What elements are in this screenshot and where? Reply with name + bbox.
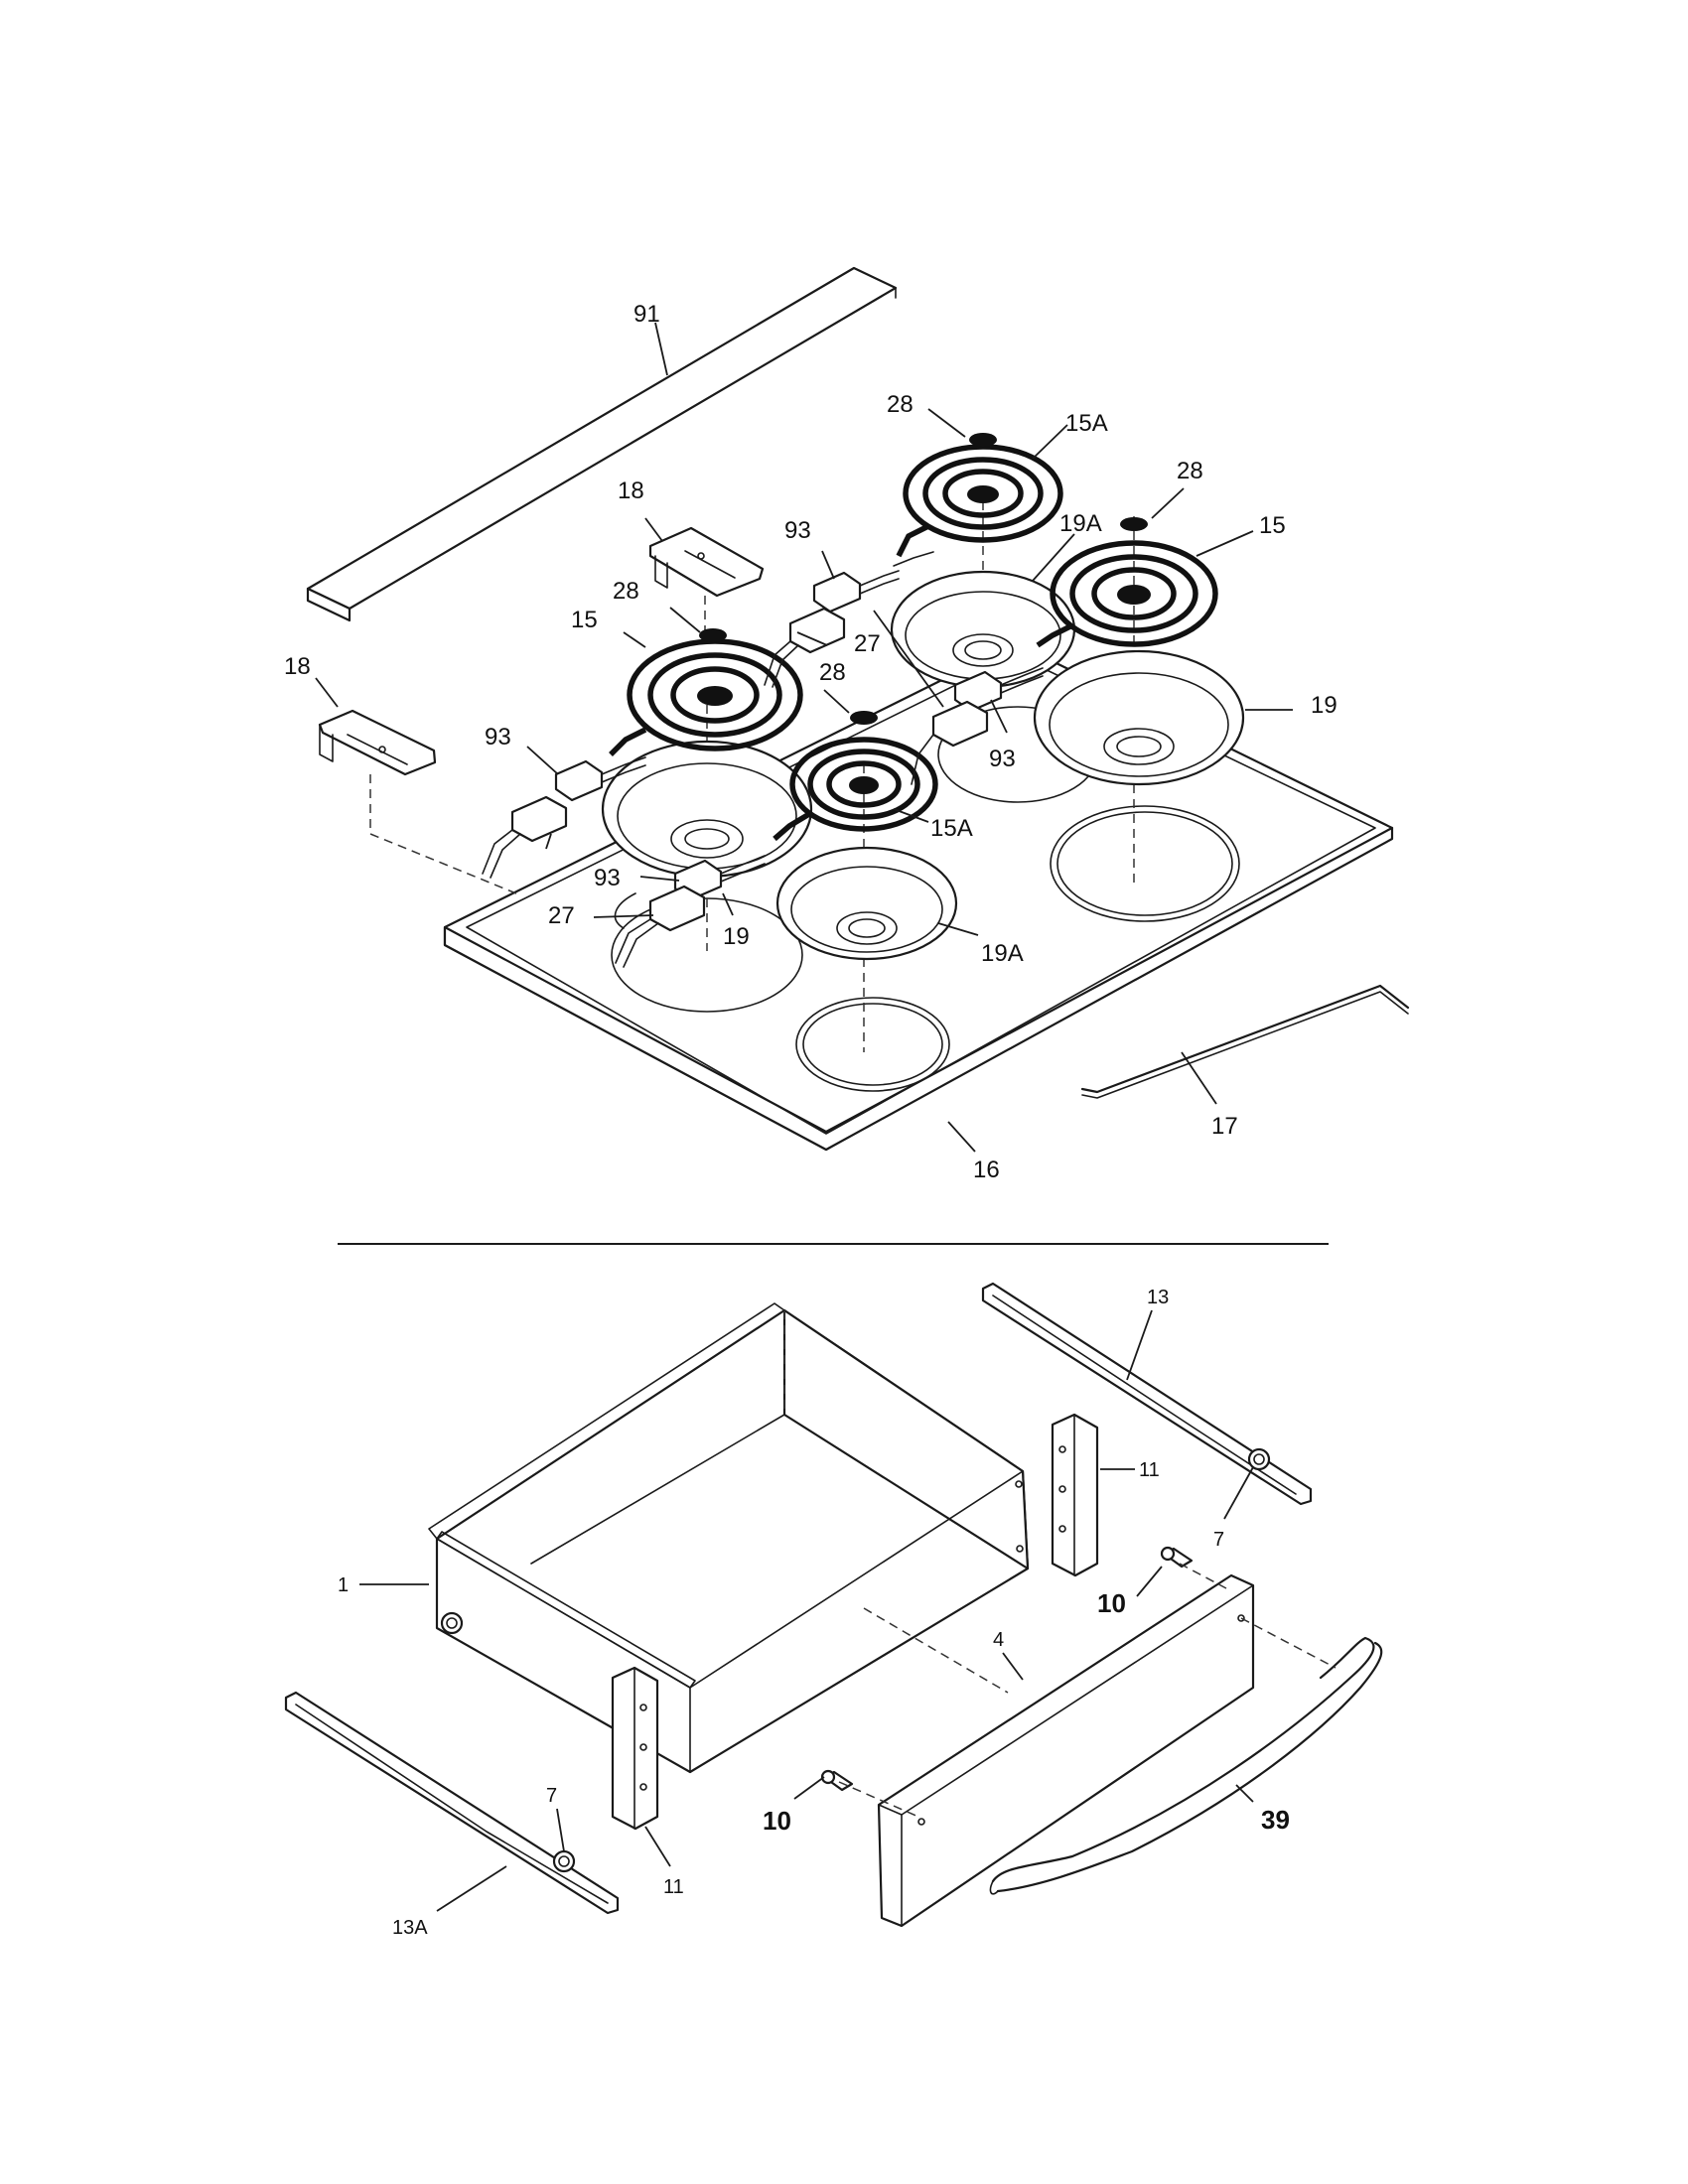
callout-13A: 13A [392, 1917, 428, 1939]
burner-coil-part-15A-front [773, 737, 938, 842]
callout-27: 27 [854, 630, 881, 657]
drawer-box-part [428, 1302, 1030, 1774]
leader-lines-top [315, 322, 1293, 1153]
callout-11: 11 [1139, 1459, 1160, 1481]
callout-7: 7 [546, 1785, 557, 1807]
callout-1: 1 [338, 1574, 349, 1596]
callout-10: 10 [763, 1806, 791, 1836]
callouts-top: 91 28 15A 28 15 18 93 19A 28 15 27 28 18… [284, 301, 1337, 1183]
screw-part-upper [1160, 1546, 1194, 1569]
bracket-part-lower [318, 709, 437, 776]
callout-15A: 15A [930, 815, 973, 842]
burner-opening [795, 997, 950, 1092]
burner-coil-part-15-left [609, 638, 803, 756]
slide-rail-part-left [284, 1691, 620, 1915]
receptacle-part-a [764, 607, 846, 688]
callout-28: 28 [1177, 458, 1203, 484]
drawer-guide-lines [838, 1563, 1336, 1818]
bracket-part-upper [648, 526, 765, 598]
receptacle-part-b [482, 795, 568, 879]
receptacle-part-c [911, 700, 989, 785]
screw-part-lower [820, 1769, 854, 1792]
callout-16: 16 [973, 1157, 1000, 1183]
callout-28: 28 [887, 391, 914, 418]
drawer-bracket-part-right [1051, 1413, 1099, 1577]
callout-93: 93 [485, 724, 511, 751]
callout-39: 39 [1261, 1805, 1290, 1835]
callout-19A: 19A [1059, 510, 1102, 537]
callout-17: 17 [1211, 1113, 1238, 1140]
burner-opening [1050, 805, 1240, 922]
drawer-bracket-part-left [611, 1666, 659, 1831]
callout-11: 11 [663, 1876, 684, 1898]
callout-93: 93 [784, 517, 811, 544]
callout-13: 13 [1147, 1287, 1169, 1308]
callout-28: 28 [819, 659, 846, 686]
rear-trim-bar-part [306, 266, 898, 622]
rod-part [1080, 984, 1410, 1099]
callout-15: 15 [1259, 512, 1286, 539]
center-cap-parts [699, 433, 1148, 725]
callout-15: 15 [571, 607, 598, 633]
callout-19: 19 [1311, 692, 1337, 719]
terminal-block-part-a [812, 551, 934, 614]
burner-coil-part-15-right [1036, 540, 1218, 648]
callout-27: 27 [548, 902, 575, 929]
receptacle-part-d [614, 885, 706, 968]
callout-15A: 15A [1065, 410, 1108, 437]
callout-18: 18 [618, 478, 644, 504]
callout-19: 19 [723, 923, 750, 950]
callout-7: 7 [1213, 1529, 1224, 1551]
slide-rail-part-right [981, 1282, 1313, 1506]
burner-coil-part-15A-rear [896, 444, 1063, 558]
callout-19A: 19A [981, 940, 1024, 967]
drip-bowl-part-19A-front [775, 846, 958, 961]
callout-4: 4 [993, 1629, 1004, 1651]
drawer-assembly: 13 11 7 1 10 4 10 39 7 11 13A [284, 1282, 1383, 1939]
callout-91: 91 [633, 301, 660, 328]
drawer-front-panel-part [877, 1573, 1255, 1928]
drip-bowl-part-19A-rear [890, 570, 1076, 689]
terminal-block-part-b [554, 756, 646, 802]
callouts-bottom: 13 11 7 1 10 4 10 39 7 11 13A [338, 1287, 1290, 1939]
drip-bowl-part-19-right [1033, 649, 1245, 786]
callout-93: 93 [594, 865, 621, 891]
callout-28: 28 [613, 578, 639, 605]
leader-lines-bottom [359, 1309, 1254, 1912]
cooktop-assembly: 91 28 15A 28 15 18 93 19A 28 15 27 28 18… [284, 266, 1410, 1183]
callout-10: 10 [1097, 1588, 1126, 1618]
callout-18: 18 [284, 653, 311, 680]
drawer-handle-part [989, 1636, 1383, 1895]
callout-93: 93 [989, 746, 1016, 772]
